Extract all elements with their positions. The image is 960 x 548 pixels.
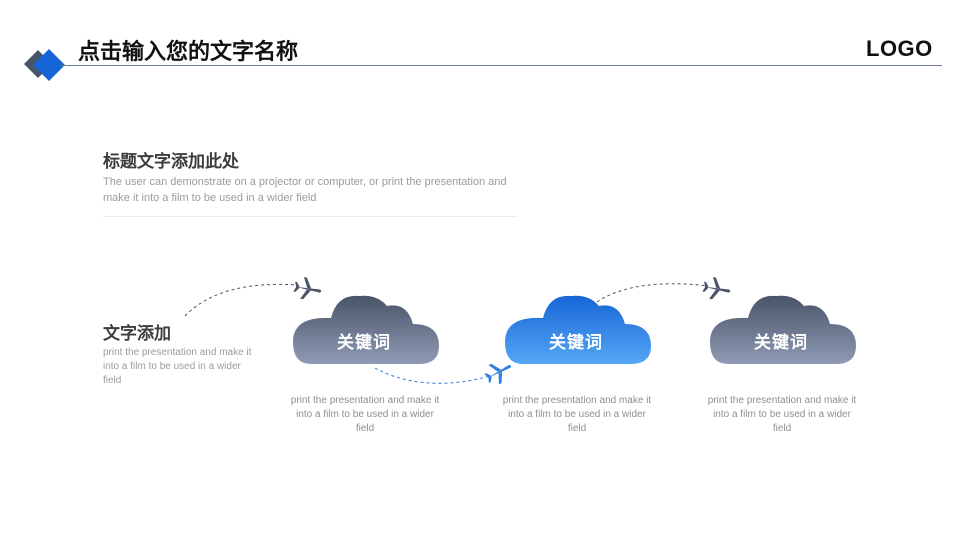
- cloud-description: print the presentation and make it into …: [290, 395, 440, 434]
- flight-path-dashed: [184, 283, 299, 317]
- cloud-description: print the presentation and make it into …: [502, 395, 652, 434]
- airplane-icon: [293, 277, 322, 300]
- cloud-description: print the presentation and make it into …: [707, 395, 857, 434]
- page-title: 点击输入您的文字名称: [78, 39, 299, 64]
- airplane-icon: [484, 363, 512, 385]
- airplane-icon: [702, 277, 731, 300]
- cloud-card-3: 关键词: [708, 294, 858, 368]
- cloud-card-1: 关键词: [291, 294, 441, 368]
- side-description: print the presentation and make it into …: [103, 347, 252, 386]
- side-title: 文字添加: [103, 324, 171, 343]
- flight-path-dashed: [374, 367, 491, 384]
- section-description: The user can demonstrate on a projector …: [103, 176, 507, 204]
- cloud-label: 关键词: [549, 333, 603, 352]
- section-title: 标题文字添加此处: [103, 152, 239, 171]
- cloud-label: 关键词: [754, 333, 808, 352]
- diamond-logo-mark-icon: [24, 49, 65, 81]
- cloud-card-2: 关键词: [503, 294, 653, 368]
- header-divider: [60, 65, 942, 66]
- logo-text: LOGO: [866, 36, 933, 61]
- cloud-shape-icon: [505, 295, 651, 364]
- cloud-shape-icon: [710, 295, 856, 364]
- cloud-label: 关键词: [337, 333, 391, 352]
- cloud-shape-icon: [293, 295, 439, 364]
- section-divider: [103, 216, 517, 217]
- flight-path-dashed: [596, 283, 709, 303]
